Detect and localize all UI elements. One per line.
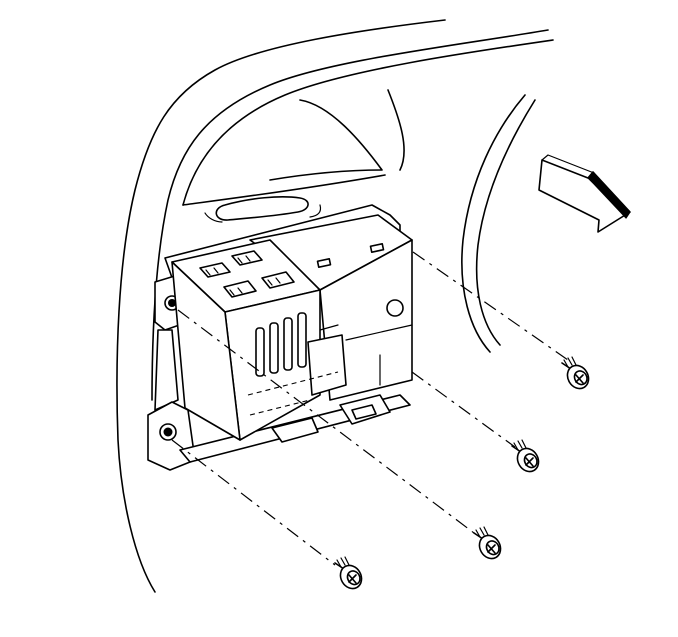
vent-ribs (255, 312, 307, 377)
alignment-lines (171, 251, 569, 566)
control-module (171, 214, 413, 441)
screw-icon (511, 439, 540, 473)
direction-arrow-icon (538, 154, 631, 233)
screw-icon (334, 556, 363, 590)
screw-icon (473, 526, 502, 560)
trim-panel (116, 19, 554, 593)
screw-icon (561, 356, 590, 390)
